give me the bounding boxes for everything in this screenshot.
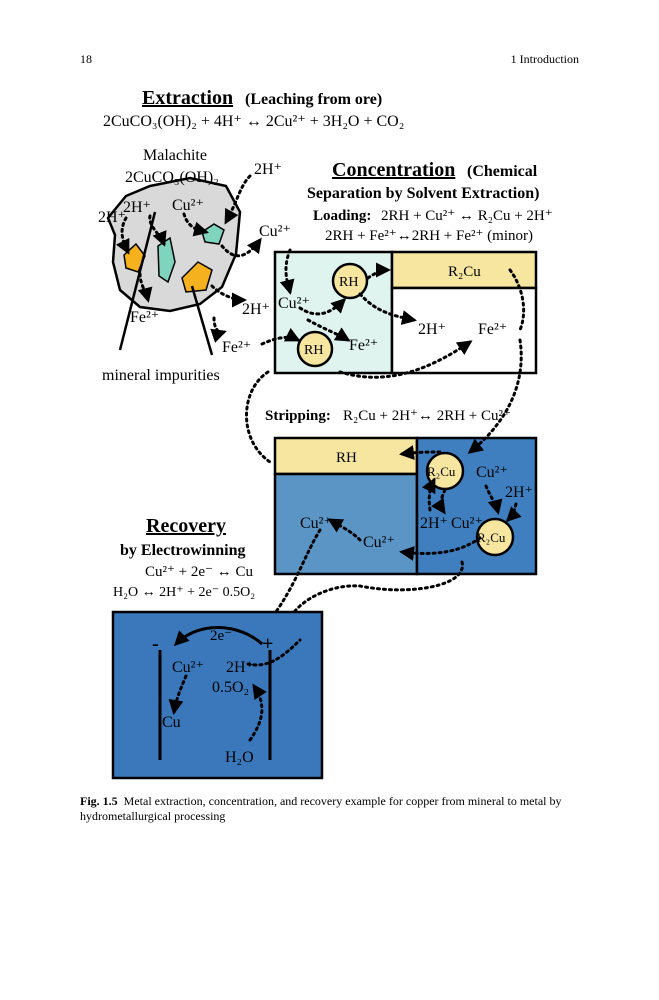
strip-aqueous-phase (273, 472, 419, 576)
fe-ion-label: Fe²⁺ (130, 309, 159, 326)
fe-ion-out: Fe²⁺ (222, 339, 251, 356)
cu-ion-label: Cu²⁺ (172, 659, 204, 676)
cu-ion-label: Cu²⁺ (363, 534, 395, 551)
oxygen-label: 0.5O₂ (212, 679, 249, 696)
cu-ion-label: Cu²⁺ (300, 515, 332, 532)
malachite-grain (157, 236, 176, 284)
extraction-title: Extraction (142, 87, 233, 109)
stripping-arrows (245, 338, 523, 622)
extraction-subtitle: (Leaching from ore) (245, 91, 382, 108)
impurity-grain (181, 261, 213, 293)
recovery-equation: Cu²⁺ + 2e⁻ ↔ Cu (145, 564, 253, 580)
extractant-label: RH (339, 275, 358, 290)
h-ion-label: 2H⁺ (505, 484, 533, 501)
recovery-subtitle: by Electrowinning (120, 542, 246, 559)
fe-ion-label: Fe²⁺ (349, 337, 378, 354)
h-ion-label: 2H⁺ (226, 659, 254, 676)
concentration-subtitle: (Chemical (467, 163, 538, 180)
cu-ion-label: Cu²⁺ (278, 295, 310, 312)
extraction-equation: 2CuCO₃(OH)₂ + 4H⁺ ↔ 2Cu²⁺ + 3H₂O + CO₂ (103, 113, 404, 130)
electron-flow-arrow (173, 626, 264, 647)
cu-ion-label: Cu²⁺ (476, 464, 508, 481)
extractant-molecule (296, 330, 334, 368)
h-ion-label: 2H⁺ (418, 321, 446, 338)
loading-arrows (260, 248, 526, 379)
cathode-sign: - (152, 633, 159, 655)
loading-equation: 2RH + Fe²⁺↔2RH + Fe²⁺ (minor) (325, 228, 533, 244)
extractant-label: R₂Cu (427, 464, 456, 479)
recovery-title: Recovery (146, 515, 226, 537)
impurity-pointer (118, 211, 157, 351)
malachite-formula: 2CuCO₃(OH)₂ (125, 169, 219, 186)
water-label: H₂O (225, 749, 254, 766)
caption-text: Metal extraction, concentration, and rec… (80, 794, 562, 823)
h-ion-label: 2H⁺ (254, 161, 282, 178)
h-ion-label: 2H⁺ (123, 199, 151, 216)
cu-ion-label: Cu²⁺ (451, 515, 483, 532)
copper-metal-label: Cu (162, 714, 181, 731)
impurity-pointer (190, 285, 214, 356)
leach-solution-phase (273, 250, 394, 375)
page-number: 18 (80, 52, 92, 66)
loading-equation: 2RH + Cu²⁺ ↔ R₂Cu + 2H⁺ (381, 208, 553, 224)
malachite-label: Malachite (143, 147, 207, 164)
anode-sign: + (262, 633, 273, 655)
loading-label: Loading: (313, 208, 371, 224)
caption-label: Fig. 1.5 (80, 794, 118, 808)
phase-label: R₂Cu (448, 264, 481, 280)
concentration-title: Concentration (332, 159, 455, 181)
electron-label: 2e⁻ (210, 628, 232, 644)
electrowinning-cell (111, 610, 324, 780)
leaching-arrows (115, 174, 262, 343)
h-ion-label: 2H⁺ (420, 515, 448, 532)
h-ion-in: 2H⁺ (242, 301, 270, 318)
figure: Extraction (Leaching from ore) 2CuCO₃(OH… (98, 87, 553, 780)
recovery-equation: H₂O ↔ 2H⁺ + 2e⁻ 0.5O₂ (113, 585, 255, 600)
phase-label: RH (336, 450, 357, 466)
raffinate-phase (390, 286, 538, 375)
impurities-label: mineral impurities (102, 367, 220, 384)
fe-ion-label: Fe²⁺ (478, 321, 507, 338)
stripping-label: Stripping: (265, 408, 331, 424)
extractant-label: R₂Cu (477, 530, 506, 545)
extractant-label: RH (304, 343, 323, 358)
figure-caption: Fig. 1.5 Metal extraction, concentration… (80, 794, 585, 824)
extractant-molecule (331, 262, 369, 300)
concentration-subtitle: Separation by Solvent Extraction) (307, 185, 539, 202)
cu-ion-label: Cu²⁺ (172, 197, 204, 214)
stripping-equation: R₂Cu + 2H⁺↔ 2RH + Cu²⁺ (343, 408, 511, 424)
electrowinning-arrows (168, 638, 302, 742)
loaded-extractant (475, 517, 515, 557)
running-header: 1 Introduction (510, 52, 579, 66)
cu-ion-out: Cu²⁺ (259, 223, 291, 240)
h-ion-label: 2H⁺ (98, 209, 126, 226)
